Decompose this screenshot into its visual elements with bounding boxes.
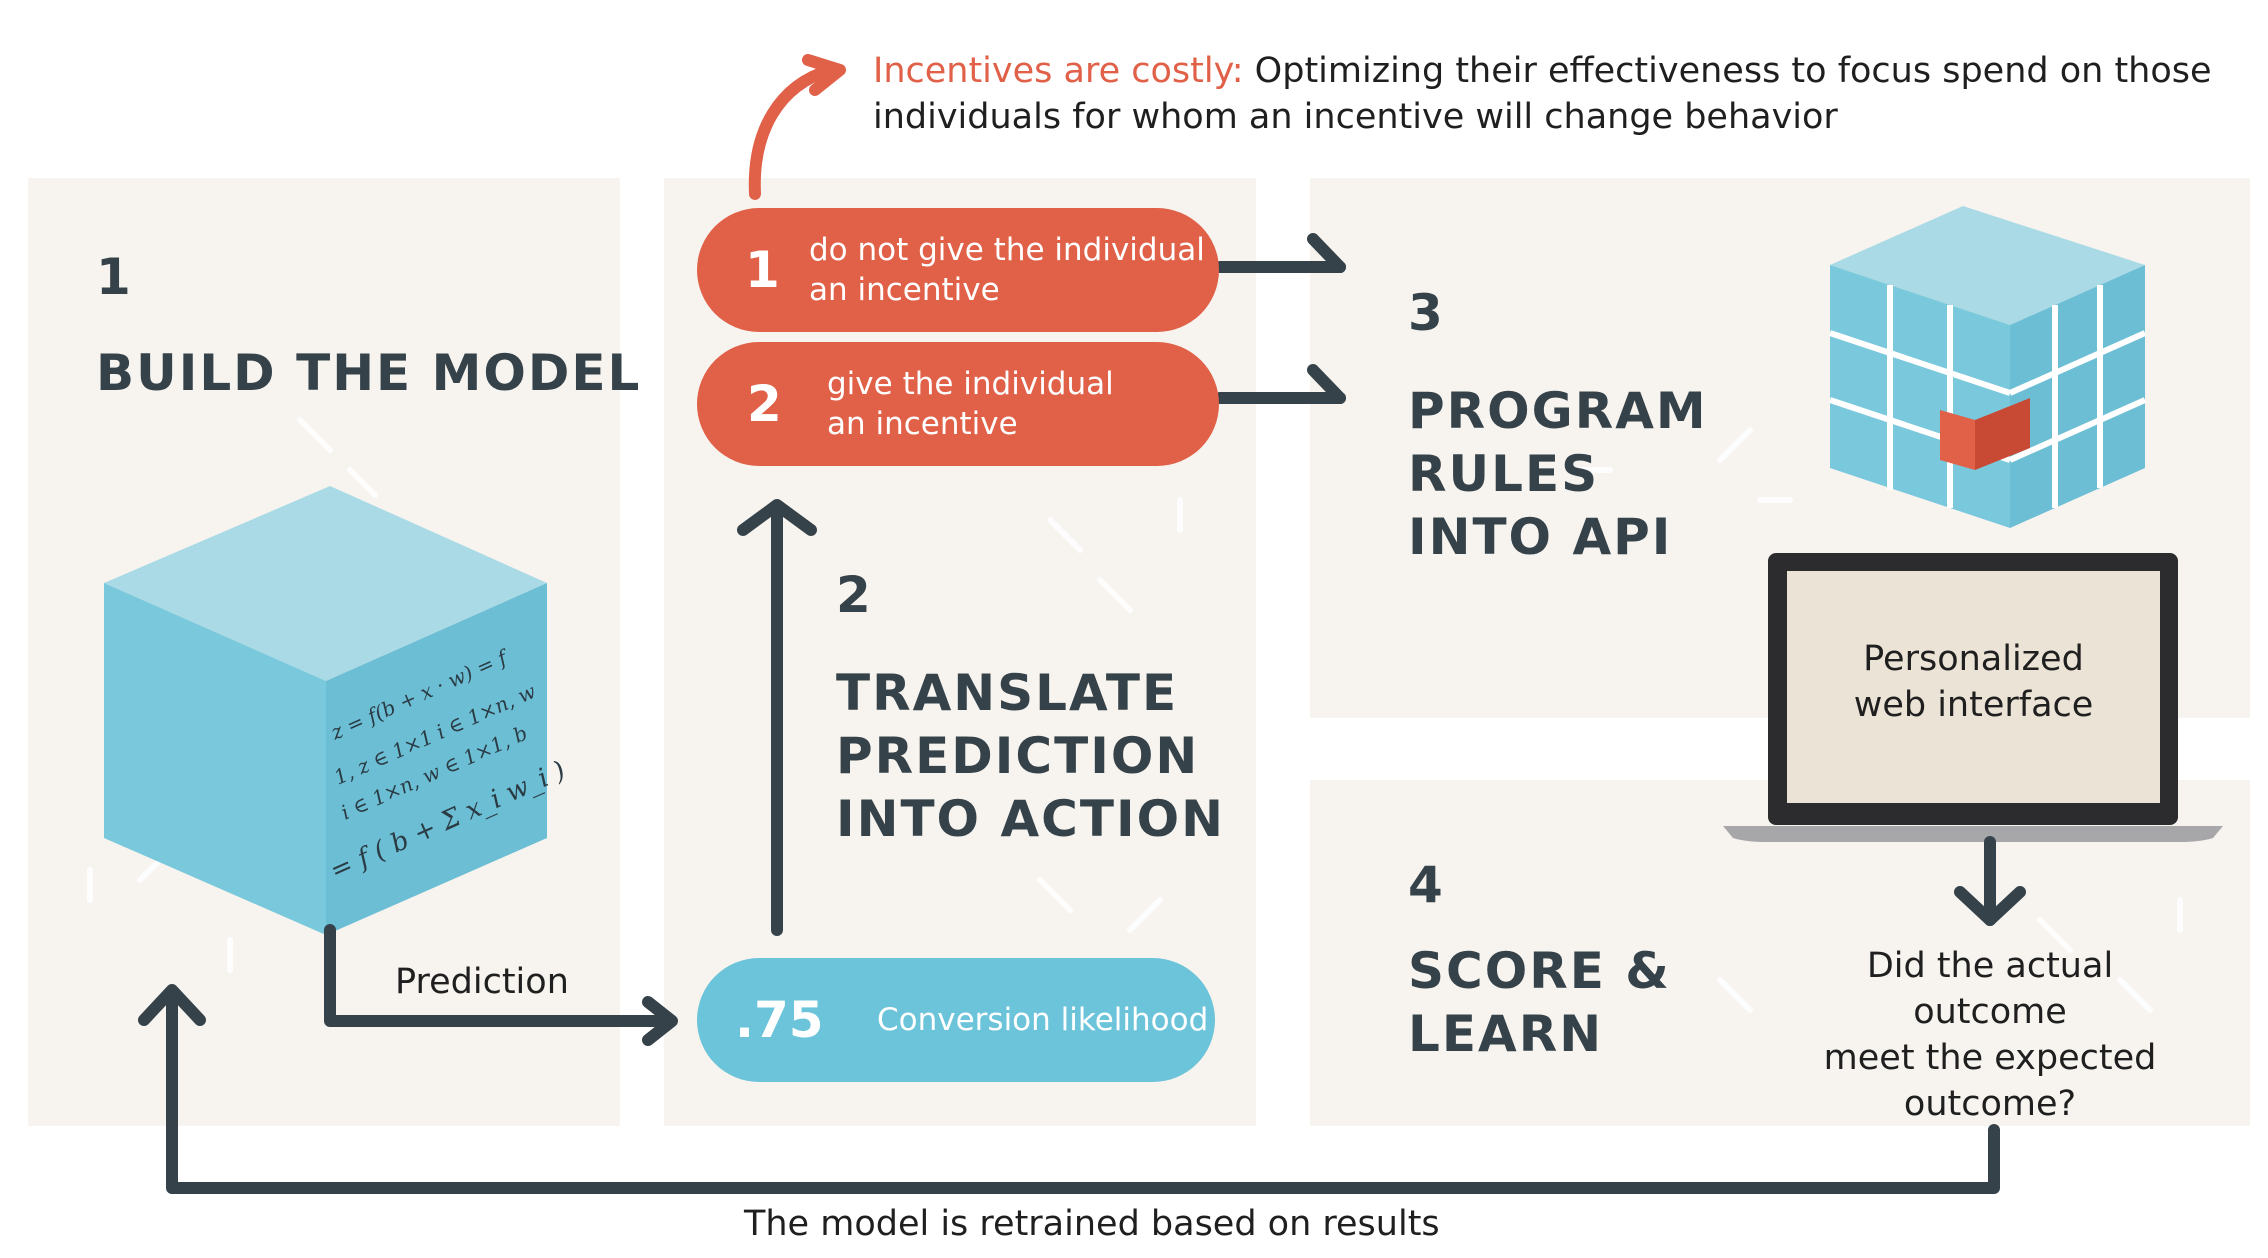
- retrain-arrow: [138, 984, 2000, 1194]
- score-value: .75: [735, 991, 824, 1049]
- option-text: do not give the individual an incentive: [809, 230, 1205, 310]
- incentive-note: Incentives are costly: Optimizing their …: [873, 48, 2212, 140]
- step3-number: 3: [1408, 284, 1443, 342]
- option-number: 2: [747, 375, 782, 433]
- option-text-line: do not give the individual: [809, 232, 1205, 268]
- step2-number: 2: [836, 566, 871, 624]
- option-text-line: an incentive: [809, 272, 1000, 308]
- question-line: Did the actual outcome: [1866, 946, 2114, 1032]
- step2-title-line: INTO ACTION: [836, 790, 1225, 848]
- up-arrow: [737, 499, 817, 936]
- note-line2: individuals for whom an incentive will c…: [873, 97, 1838, 137]
- option-text-line: give the individual: [827, 366, 1114, 402]
- note-line1: Optimizing their effectiveness to focus …: [1243, 51, 2212, 91]
- prediction-label: Prediction: [395, 962, 569, 1002]
- question-line: meet the expected: [1823, 1038, 2157, 1078]
- option-text-line: an incentive: [827, 406, 1018, 442]
- step2-title: TRANSLATE PREDICTION INTO ACTION: [836, 662, 1225, 851]
- step3-title-line: PROGRAM: [1408, 382, 1708, 440]
- incentive-note-arrow: [748, 54, 846, 200]
- conversion-score-pill: .75 Conversion likelihood: [697, 958, 1215, 1082]
- model-cube-icon: z = f(b + x · w) = f 1, z ∈ 1×1 i ∈ 1×n,…: [104, 486, 570, 935]
- step3-title: PROGRAM RULES INTO API: [1408, 380, 1708, 569]
- option-no-incentive: 1 do not give the individual an incentiv…: [697, 208, 1219, 332]
- option-text: give the individual an incentive: [827, 364, 1114, 444]
- score-label: Conversion likelihood: [877, 1002, 1209, 1038]
- prediction-arrow: [324, 924, 678, 1046]
- laptop-label-line: Personalized: [1863, 639, 2084, 679]
- step4-number: 4: [1408, 856, 1443, 914]
- decorative-dashes: [87, 417, 2183, 1013]
- step3-title-line: INTO API: [1408, 508, 1673, 566]
- question-line: outcome?: [1903, 1084, 2077, 1124]
- step3-title-line: RULES: [1408, 445, 1600, 503]
- option-number: 1: [745, 241, 780, 299]
- step2-title-line: TRANSLATE: [836, 664, 1179, 722]
- note-accent: Incentives are costly:: [873, 51, 1244, 91]
- option-arrows: [1214, 233, 1346, 404]
- step4-title-line: SCORE &: [1408, 942, 1671, 1000]
- laptop-label: Personalized web interface: [1787, 636, 2160, 728]
- step2-title-line: PREDICTION: [836, 727, 1200, 785]
- option-give-incentive: 2 give the individual an incentive: [697, 342, 1219, 466]
- laptop-label-line: web interface: [1853, 685, 2094, 725]
- outcome-arrow: [1954, 836, 2026, 926]
- retrain-label: The model is retrained based on results: [744, 1204, 1440, 1244]
- step1-title: BUILD THE MODEL: [96, 344, 642, 402]
- laptop-screen: [1787, 571, 2160, 803]
- step4-title: SCORE & LEARN: [1408, 940, 1671, 1066]
- step1-number: 1: [96, 248, 131, 306]
- outcome-question: Did the actual outcome meet the expected…: [1790, 943, 2190, 1127]
- step4-title-line: LEARN: [1408, 1005, 1604, 1063]
- api-cube-icon: [1829, 206, 2147, 528]
